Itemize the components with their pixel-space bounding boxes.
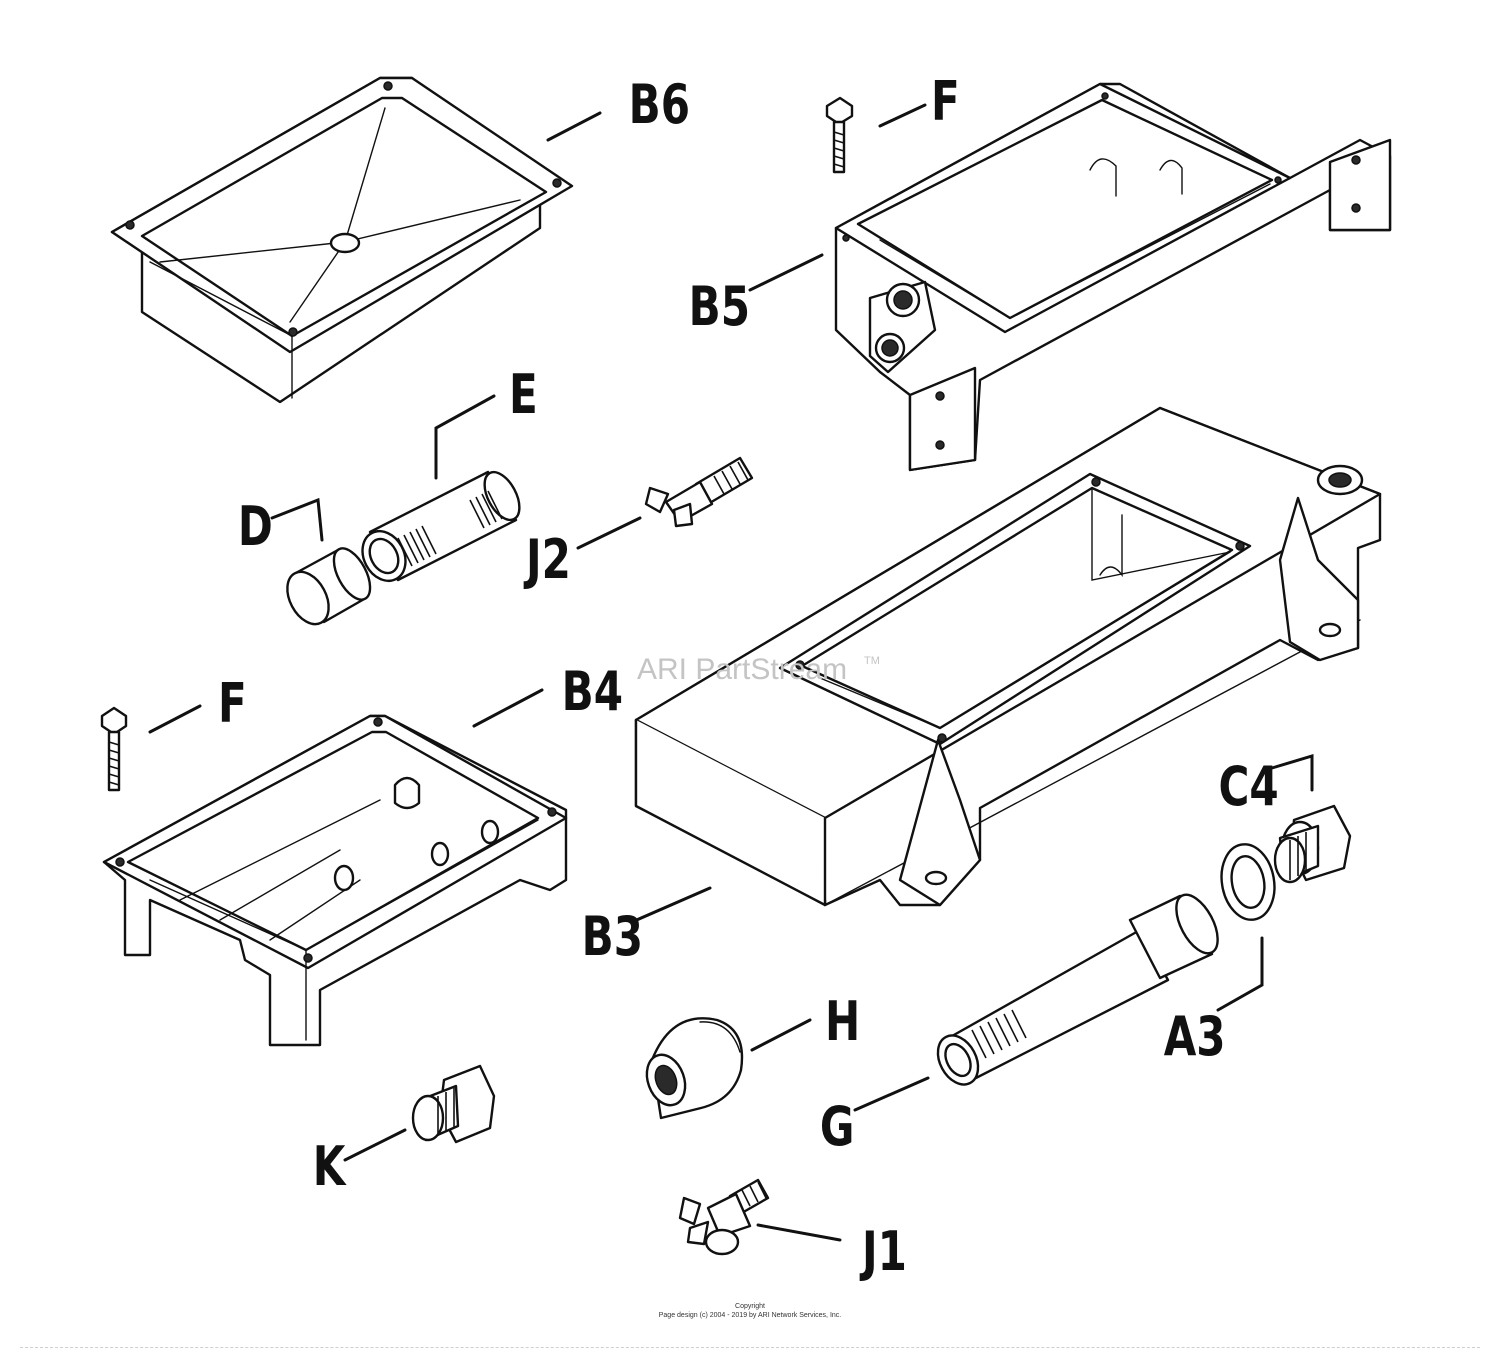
part-b4-pan[interactable] — [102, 714, 568, 1047]
leader-j1 — [756, 1223, 842, 1242]
page-design-notice: Page design (c) 2004 - 2019 by ARI Netwo… — [658, 1312, 842, 1319]
part-f-bolt-top[interactable] — [825, 96, 854, 174]
leader-g — [853, 1076, 930, 1112]
leader-b5 — [748, 253, 824, 292]
leader-e — [434, 394, 496, 480]
part-g-pipe[interactable] — [930, 888, 1226, 1091]
callout-b5[interactable]: B5 — [689, 276, 750, 338]
leader-f-top — [878, 103, 927, 128]
leader-d — [270, 497, 324, 542]
part-d-cap[interactable] — [279, 543, 378, 631]
callout-f-left[interactable]: F — [218, 673, 247, 735]
leader-f-left — [148, 704, 202, 734]
leader-h — [750, 1018, 812, 1052]
part-j2-drain-cock[interactable] — [644, 456, 754, 528]
leader-j2 — [576, 516, 642, 550]
part-b5-pan[interactable] — [834, 82, 1392, 472]
part-b3-base[interactable] — [634, 406, 1382, 907]
part-c4-plug[interactable] — [1273, 804, 1352, 884]
callout-k[interactable]: K — [313, 1136, 347, 1198]
part-b6-pan[interactable] — [110, 76, 574, 404]
part-f-bolt-left[interactable] — [100, 706, 128, 792]
leader-c4 — [1270, 753, 1314, 792]
callout-a3[interactable]: A3 — [1164, 1006, 1226, 1068]
callout-g[interactable]: G — [820, 1096, 855, 1158]
callout-b3[interactable]: B3 — [582, 906, 643, 968]
leader-k — [343, 1128, 407, 1162]
callout-h[interactable]: H — [825, 991, 860, 1053]
part-h-elbow[interactable] — [640, 1017, 744, 1120]
leader-a3 — [1216, 936, 1264, 1012]
watermark-text: ARI PartStream — [637, 653, 847, 686]
copyright-label: Copyright — [735, 1303, 765, 1310]
part-e-pipe[interactable] — [354, 466, 526, 588]
callout-b6[interactable]: B6 — [629, 74, 690, 136]
leader-b4 — [472, 688, 544, 728]
callout-j1[interactable]: J1 — [859, 1221, 907, 1283]
callout-j2[interactable]: J2 — [523, 529, 571, 591]
part-a3-gasket[interactable] — [1216, 840, 1280, 924]
callout-e[interactable]: E — [509, 364, 538, 426]
callout-c4[interactable]: C4 — [1218, 756, 1278, 818]
part-j1-drain-cock[interactable] — [678, 1178, 770, 1256]
callout-f-top[interactable]: F — [931, 71, 960, 133]
leader-b3 — [630, 886, 712, 924]
callout-b4[interactable]: B4 — [562, 661, 623, 723]
leader-b6 — [546, 111, 602, 142]
watermark-trademark: TM — [864, 655, 880, 667]
callout-d[interactable]: D — [238, 496, 273, 558]
part-k-plug[interactable] — [411, 1064, 496, 1144]
footer-divider — [20, 1347, 1480, 1348]
